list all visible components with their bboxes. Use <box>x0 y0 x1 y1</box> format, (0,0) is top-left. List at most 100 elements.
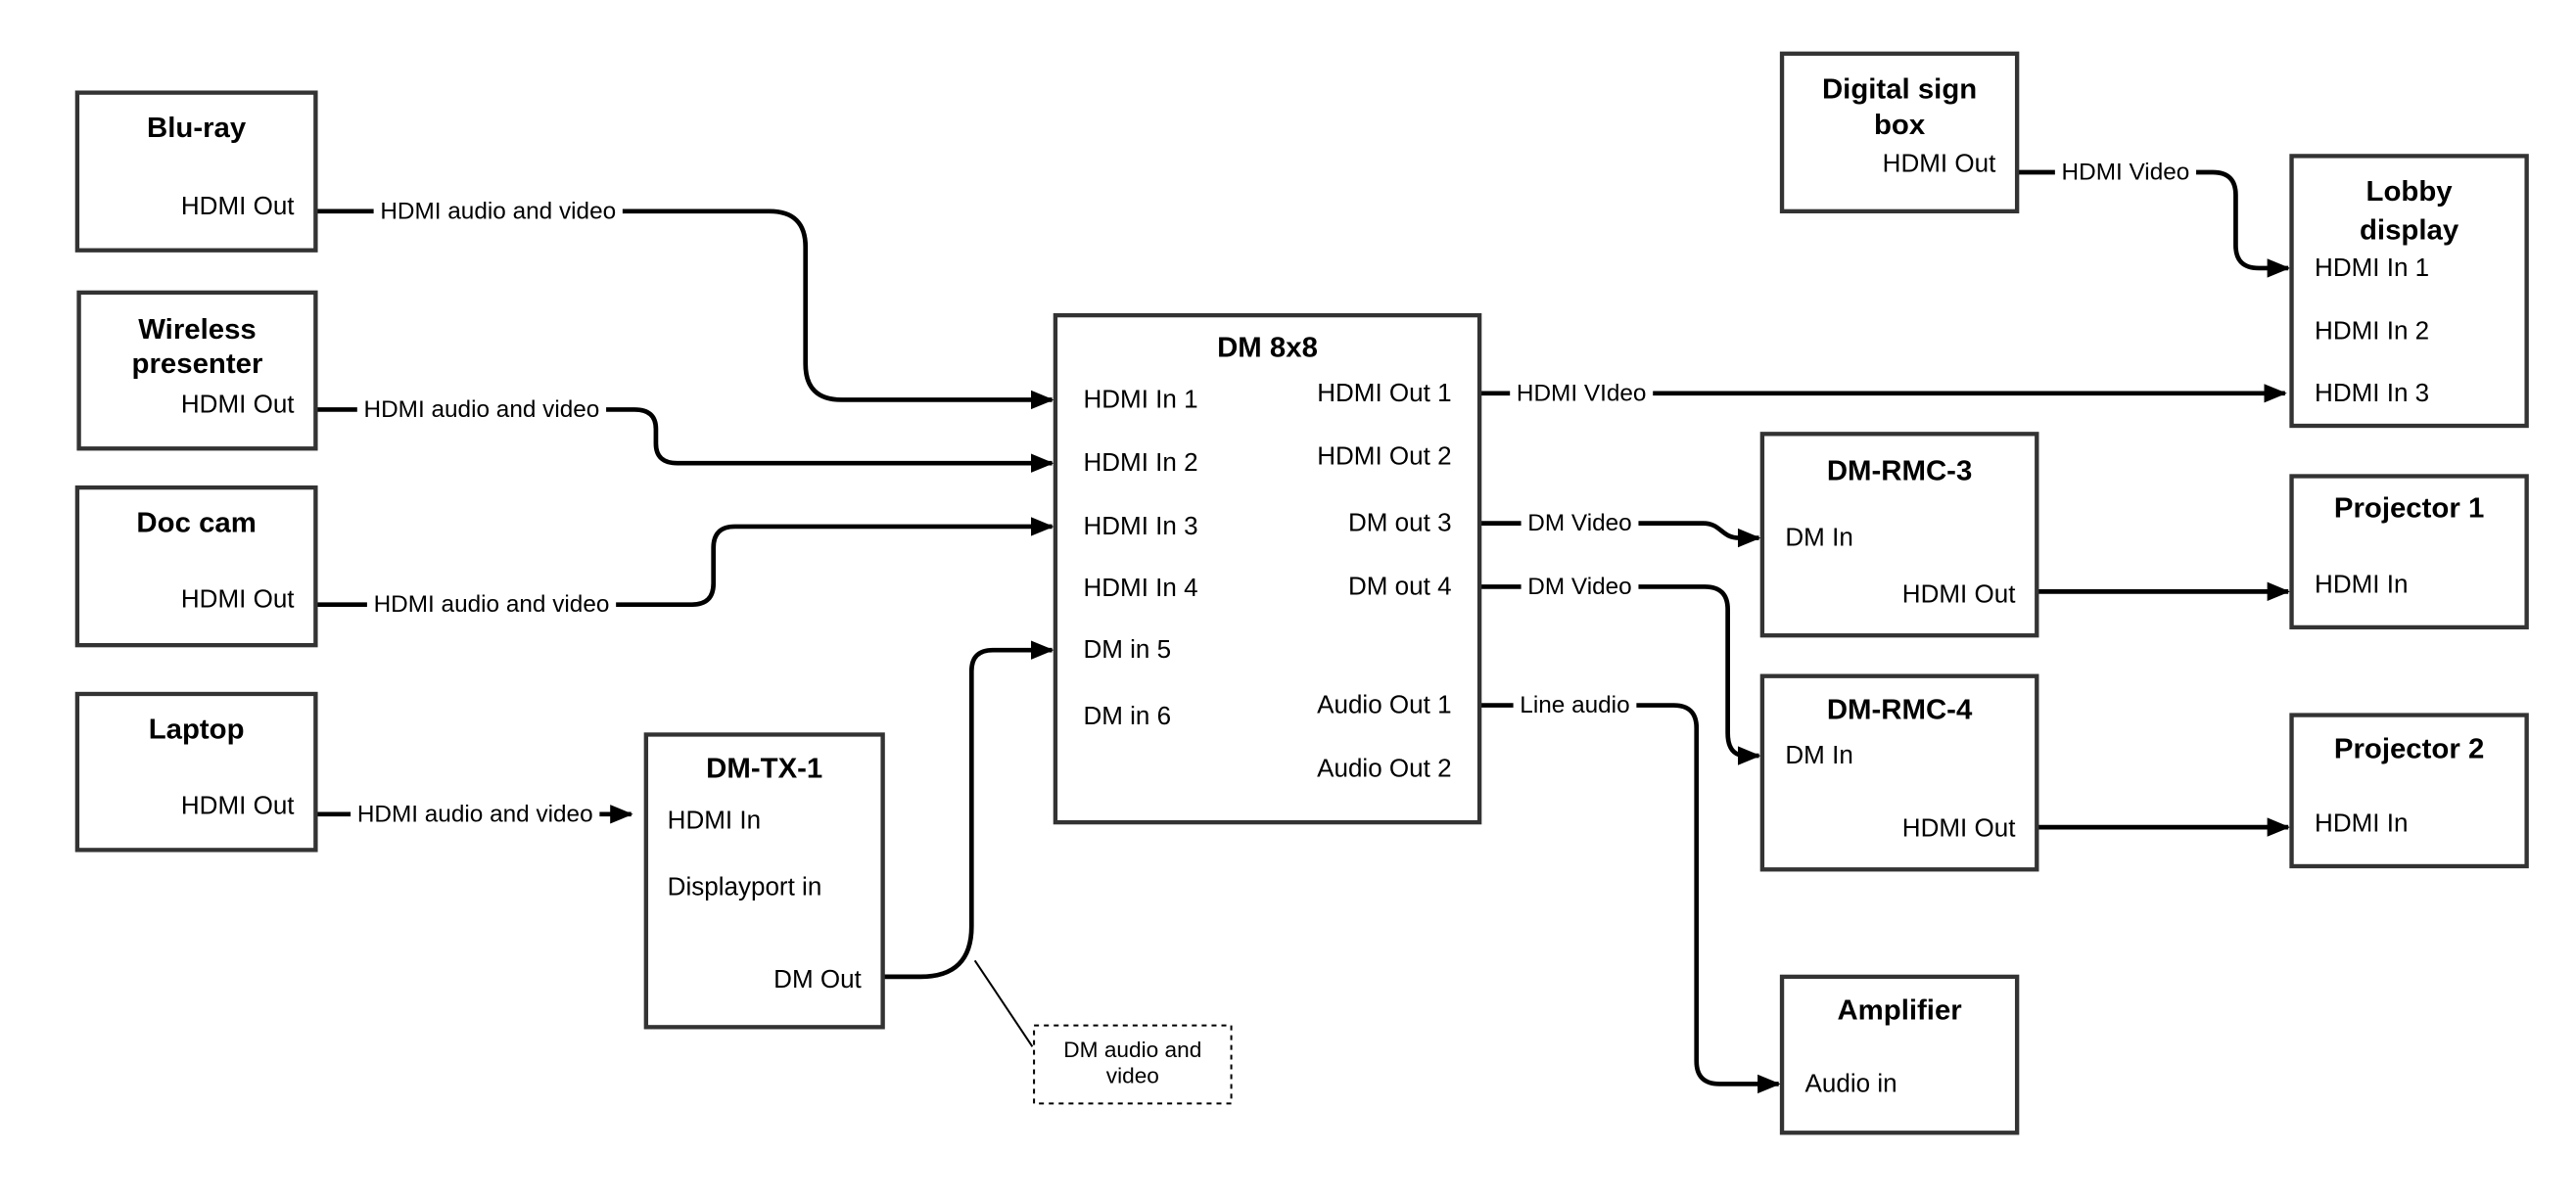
edge-label-doccam-to-dm8x8-in3: HDMI audio and video <box>366 589 617 620</box>
port-digitalsign-hdmi-out: HDMI Out <box>1883 151 1996 178</box>
dm-tx-1-title-line-1: DM-TX-1 <box>706 753 822 784</box>
port-laptop-hdmi-out: HDMI Out <box>181 793 295 820</box>
edge-label-text-dm8x8-out4-to-dmrmc4: DM Video <box>1527 574 1631 600</box>
edge-label-text-dm8x8-out3-to-dmrmc3: DM Video <box>1527 510 1631 536</box>
projector-2-box <box>2289 713 2529 869</box>
doc-cam-box <box>74 485 318 648</box>
port-dmtx1-dm-out: DM Out <box>773 966 862 993</box>
amplifier-title-line-1: Amplifier <box>1837 995 1961 1027</box>
node-projector-2: Projector 2 HDMI In <box>2289 713 2529 869</box>
edge-label-text-dm8x8-out1-to-lobby-in3: HDMI VIdeo <box>1517 380 1647 406</box>
laptop-title-line-1: Laptop <box>149 715 245 746</box>
wireless-presenter-title-line-2: presenter <box>132 348 263 380</box>
port-dmrmc4-hdmi-out: HDMI Out <box>1902 815 2016 843</box>
edge-label-bg-dm8x8-out4-to-dmrmc4 <box>1521 572 1639 602</box>
dm-8x8-box <box>1053 312 1482 825</box>
port-dmtx1-hdmi-in: HDMI In <box>668 808 761 835</box>
lobby-display-title-line-2: display <box>2360 215 2459 247</box>
port-bluray-hdmi-out: HDMI Out <box>181 193 295 220</box>
edge-dm8x8-audio1-to-amp <box>1479 703 1781 1094</box>
wireless-presenter-box <box>76 290 318 451</box>
lobby-display-title-line-1: Lobby <box>2366 176 2454 208</box>
dm-8x8-title-line-1: DM 8x8 <box>1217 332 1318 363</box>
edge-label-dm8x8-out1-to-lobby-in3: HDMI VIdeo <box>1510 378 1654 408</box>
amplifier-box <box>1779 974 2020 1135</box>
projector-2-title-line-1: Projector 2 <box>2334 734 2484 765</box>
port-lobby-hdmi-in-2: HDMI In 2 <box>2315 318 2429 346</box>
port-dm8x8-hdmi-out-2: HDMI Out 2 <box>1317 443 1451 471</box>
dm-rmc-4-box <box>1759 673 2039 872</box>
edge-label-text-digitalsign-to-lobby-in1: HDMI Video <box>2062 160 2190 186</box>
bluray-title-line-1: Blu-ray <box>147 113 247 144</box>
dm-rmc-3-box <box>1759 432 2039 638</box>
port-dmrmc3-dm-in: DM In <box>1785 525 1852 552</box>
port-dm8x8-audio-out-1: Audio Out 1 <box>1317 692 1451 719</box>
port-proj1-hdmi-in: HDMI In <box>2315 572 2408 599</box>
dm-rmc-3-title-line-1: DM-RMC-3 <box>1827 456 1972 487</box>
edge-label-digitalsign-to-lobby-in1: HDMI Video <box>2054 157 2197 188</box>
edge-label-text-dm8x8-audio1-to-amp: Line audio <box>1520 692 1629 718</box>
edge-label-bg-dm8x8-out3-to-dmrmc3 <box>1521 508 1639 538</box>
digital-sign-box-box <box>1779 51 2020 214</box>
port-dmtx1-displayport-in: Displayport in <box>668 874 822 901</box>
edge-label-bg-doccam-to-dm8x8-in3 <box>366 589 617 620</box>
port-dm8x8-dm-out-3: DM out 3 <box>1348 510 1452 537</box>
doc-cam-title-line-1: Doc cam <box>136 508 256 539</box>
port-dm8x8-hdmi-out-1: HDMI Out 1 <box>1317 380 1451 407</box>
edge-label-bg-laptop-to-dmtx1 <box>351 799 600 829</box>
port-doccam-hdmi-out: HDMI Out <box>181 586 295 614</box>
edge-label-dm8x8-out3-to-dmrmc3: DM Video <box>1521 508 1639 538</box>
port-dm8x8-hdmi-in-1: HDMI In 1 <box>1083 387 1197 414</box>
projector-1-box <box>2289 474 2529 630</box>
edge-label-wireless-to-dm8x8-in2: HDMI audio and video <box>356 394 607 425</box>
edge-bluray-to-dm8x8-in1 <box>315 208 1054 410</box>
edge-dm8x8-out3-to-dmrmc3 <box>1479 521 1761 548</box>
edge-label-bluray-to-dm8x8-in1: HDMI audio and video <box>373 196 623 226</box>
port-dm8x8-dm-in-6: DM in 6 <box>1083 703 1171 730</box>
dm-tx-1-box <box>643 732 885 1030</box>
port-dmrmc4-dm-in: DM In <box>1785 742 1852 769</box>
digital-sign-box-title-line-2: box <box>1874 110 1926 141</box>
edge-label-text-laptop-to-dmtx1: HDMI audio and video <box>357 801 593 827</box>
edge-doccam-to-dm8x8-in3 <box>315 517 1054 607</box>
edge-label-text-wireless-to-dm8x8-in2: HDMI audio and video <box>364 396 600 423</box>
port-dm8x8-hdmi-in-3: HDMI In 3 <box>1083 513 1197 540</box>
port-amp-audio-in: Audio in <box>1805 1071 1897 1098</box>
edge-wireless-to-dm8x8-in2 <box>315 407 1054 473</box>
port-dm8x8-dm-out-4: DM out 4 <box>1348 573 1452 600</box>
edge-label-bg-digitalsign-to-lobby-in1 <box>2054 157 2197 188</box>
edge-label-text-doccam-to-dm8x8-in3: HDMI audio and video <box>374 591 610 618</box>
port-dm8x8-hdmi-in-4: HDMI In 4 <box>1083 575 1197 602</box>
digital-sign-box-title-line-1: Digital sign <box>1822 73 1977 105</box>
edge-label-text-bluray-to-dm8x8-in1: HDMI audio and video <box>380 198 616 224</box>
edge-dmtx1-to-dm8x8-in5 <box>882 640 1054 980</box>
port-dmrmc3-hdmi-out: HDMI Out <box>1902 581 2016 609</box>
port-dm8x8-dm-in-5: DM in 5 <box>1083 636 1171 664</box>
wireless-presenter-title-line-1: Wireless <box>138 314 257 346</box>
port-proj2-hdmi-in: HDMI In <box>2315 810 2408 838</box>
port-lobby-hdmi-in-1: HDMI In 1 <box>2315 254 2429 282</box>
lobby-display-box <box>2289 154 2529 429</box>
edge-label-dm8x8-audio1-to-amp: Line audio <box>1513 690 1637 720</box>
edge-label-bg-wireless-to-dm8x8-in2 <box>356 394 607 425</box>
edge-digitalsign-to-lobby-in1 <box>2017 169 2291 278</box>
dm-rmc-4-title-line-1: DM-RMC-4 <box>1827 695 1973 726</box>
callout-text-line-1: DM audio and <box>1063 1038 1201 1062</box>
port-dm8x8-hdmi-in-2: HDMI In 2 <box>1083 449 1197 477</box>
port-lobby-hdmi-in-3: HDMI In 3 <box>2315 380 2429 407</box>
port-dm8x8-audio-out-2: Audio Out 2 <box>1317 755 1451 782</box>
node-dm-rmc-4: DM-RMC-4 DM In HDMI Out <box>1759 673 2039 872</box>
callout-text-line-2: video <box>1106 1064 1159 1088</box>
